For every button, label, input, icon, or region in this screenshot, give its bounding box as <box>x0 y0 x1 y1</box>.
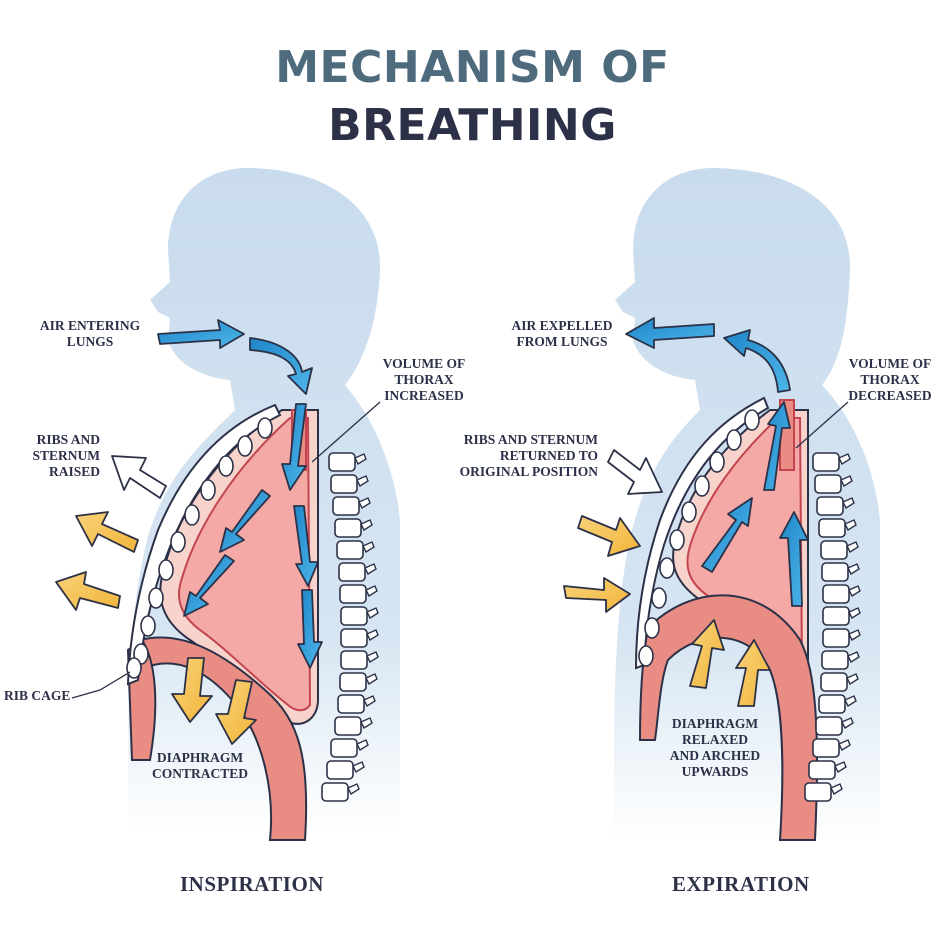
force-in-lower-arrow-icon <box>563 577 631 613</box>
title-line-1: MECHANISM OF <box>275 42 670 93</box>
volume-decreased-label: VOLUME OF THORAX DECREASED <box>848 356 932 403</box>
force-arrows <box>55 455 257 745</box>
air-arrow-right-a-icon <box>293 505 319 587</box>
force-arrows-right <box>563 449 771 707</box>
lung <box>178 417 312 712</box>
leader-lines-right <box>795 401 849 449</box>
inspiration-heading: INSPIRATION <box>180 872 324 896</box>
diaphragm-up-arrow-b-icon <box>735 639 771 707</box>
ribs-raised-label: RIBS AND STERNUM RAISED <box>32 432 100 479</box>
ribcage-leader <box>71 671 131 699</box>
air-out-mouth-arrow-icon <box>625 317 715 349</box>
volume-increased-label: VOLUME OF THORAX INCREASED <box>382 356 466 403</box>
expiration-heading: EXPIRATION <box>672 872 810 896</box>
rib-cage <box>126 403 282 686</box>
title-line-2: BREATHING <box>328 100 617 151</box>
volume-leader <box>311 401 381 463</box>
air-arrow-trachea-icon <box>281 403 307 491</box>
air-flow-arrows-right <box>625 317 809 607</box>
air-out-trachea-arrow-icon <box>763 401 791 491</box>
air-out-throat-arrow-icon <box>723 329 791 393</box>
air-out-right-arrow-icon <box>779 511 809 607</box>
diaphragm-arched <box>638 594 819 841</box>
leader-lines <box>71 401 381 699</box>
diaphragm-contracted-label: DIAPHRAGM CONTRACTED <box>151 750 248 781</box>
force-arrow-upper-icon <box>75 511 139 553</box>
ribs-returned-label: RIBS AND STERNUM RETURNED TO ORIGINAL PO… <box>459 432 598 479</box>
diaphragm-relaxed-label: DIAPHRAGM RELAXED AND ARCHED UPWARDS <box>669 716 761 779</box>
air-arrow-nose-icon <box>157 319 245 349</box>
ribs-raised-arrow-icon <box>111 455 167 499</box>
rib-cage-label: RIB CAGE <box>4 688 71 703</box>
air-entering-label: AIR ENTERING LUNGS <box>39 318 141 349</box>
inspiration-figure <box>55 168 400 841</box>
air-flow-arrows <box>157 319 323 669</box>
expiration-figure <box>563 168 880 841</box>
diaphragm-up-arrow-a-icon <box>689 619 725 689</box>
air-out-left-arrow-icon <box>701 497 753 573</box>
volume-leader-right <box>795 401 849 449</box>
air-arrow-throat-icon <box>249 337 313 395</box>
diaphragm-arrow-b-icon <box>215 679 257 745</box>
air-arrow-right-b-icon <box>297 589 323 669</box>
diaphragm-arrow-a-icon <box>171 657 213 723</box>
rib-cage-right <box>634 396 770 670</box>
air-arrow-left-a-icon <box>219 489 271 553</box>
diaphragm-muscle <box>138 636 308 841</box>
air-expelled-label: AIR EXPELLED FROM LUNGS <box>511 318 613 349</box>
force-in-upper-arrow-icon <box>577 515 641 557</box>
air-arrow-left-b-icon <box>183 554 235 617</box>
ribs-return-arrow-icon <box>607 449 663 495</box>
force-arrow-lower-icon <box>55 571 121 611</box>
